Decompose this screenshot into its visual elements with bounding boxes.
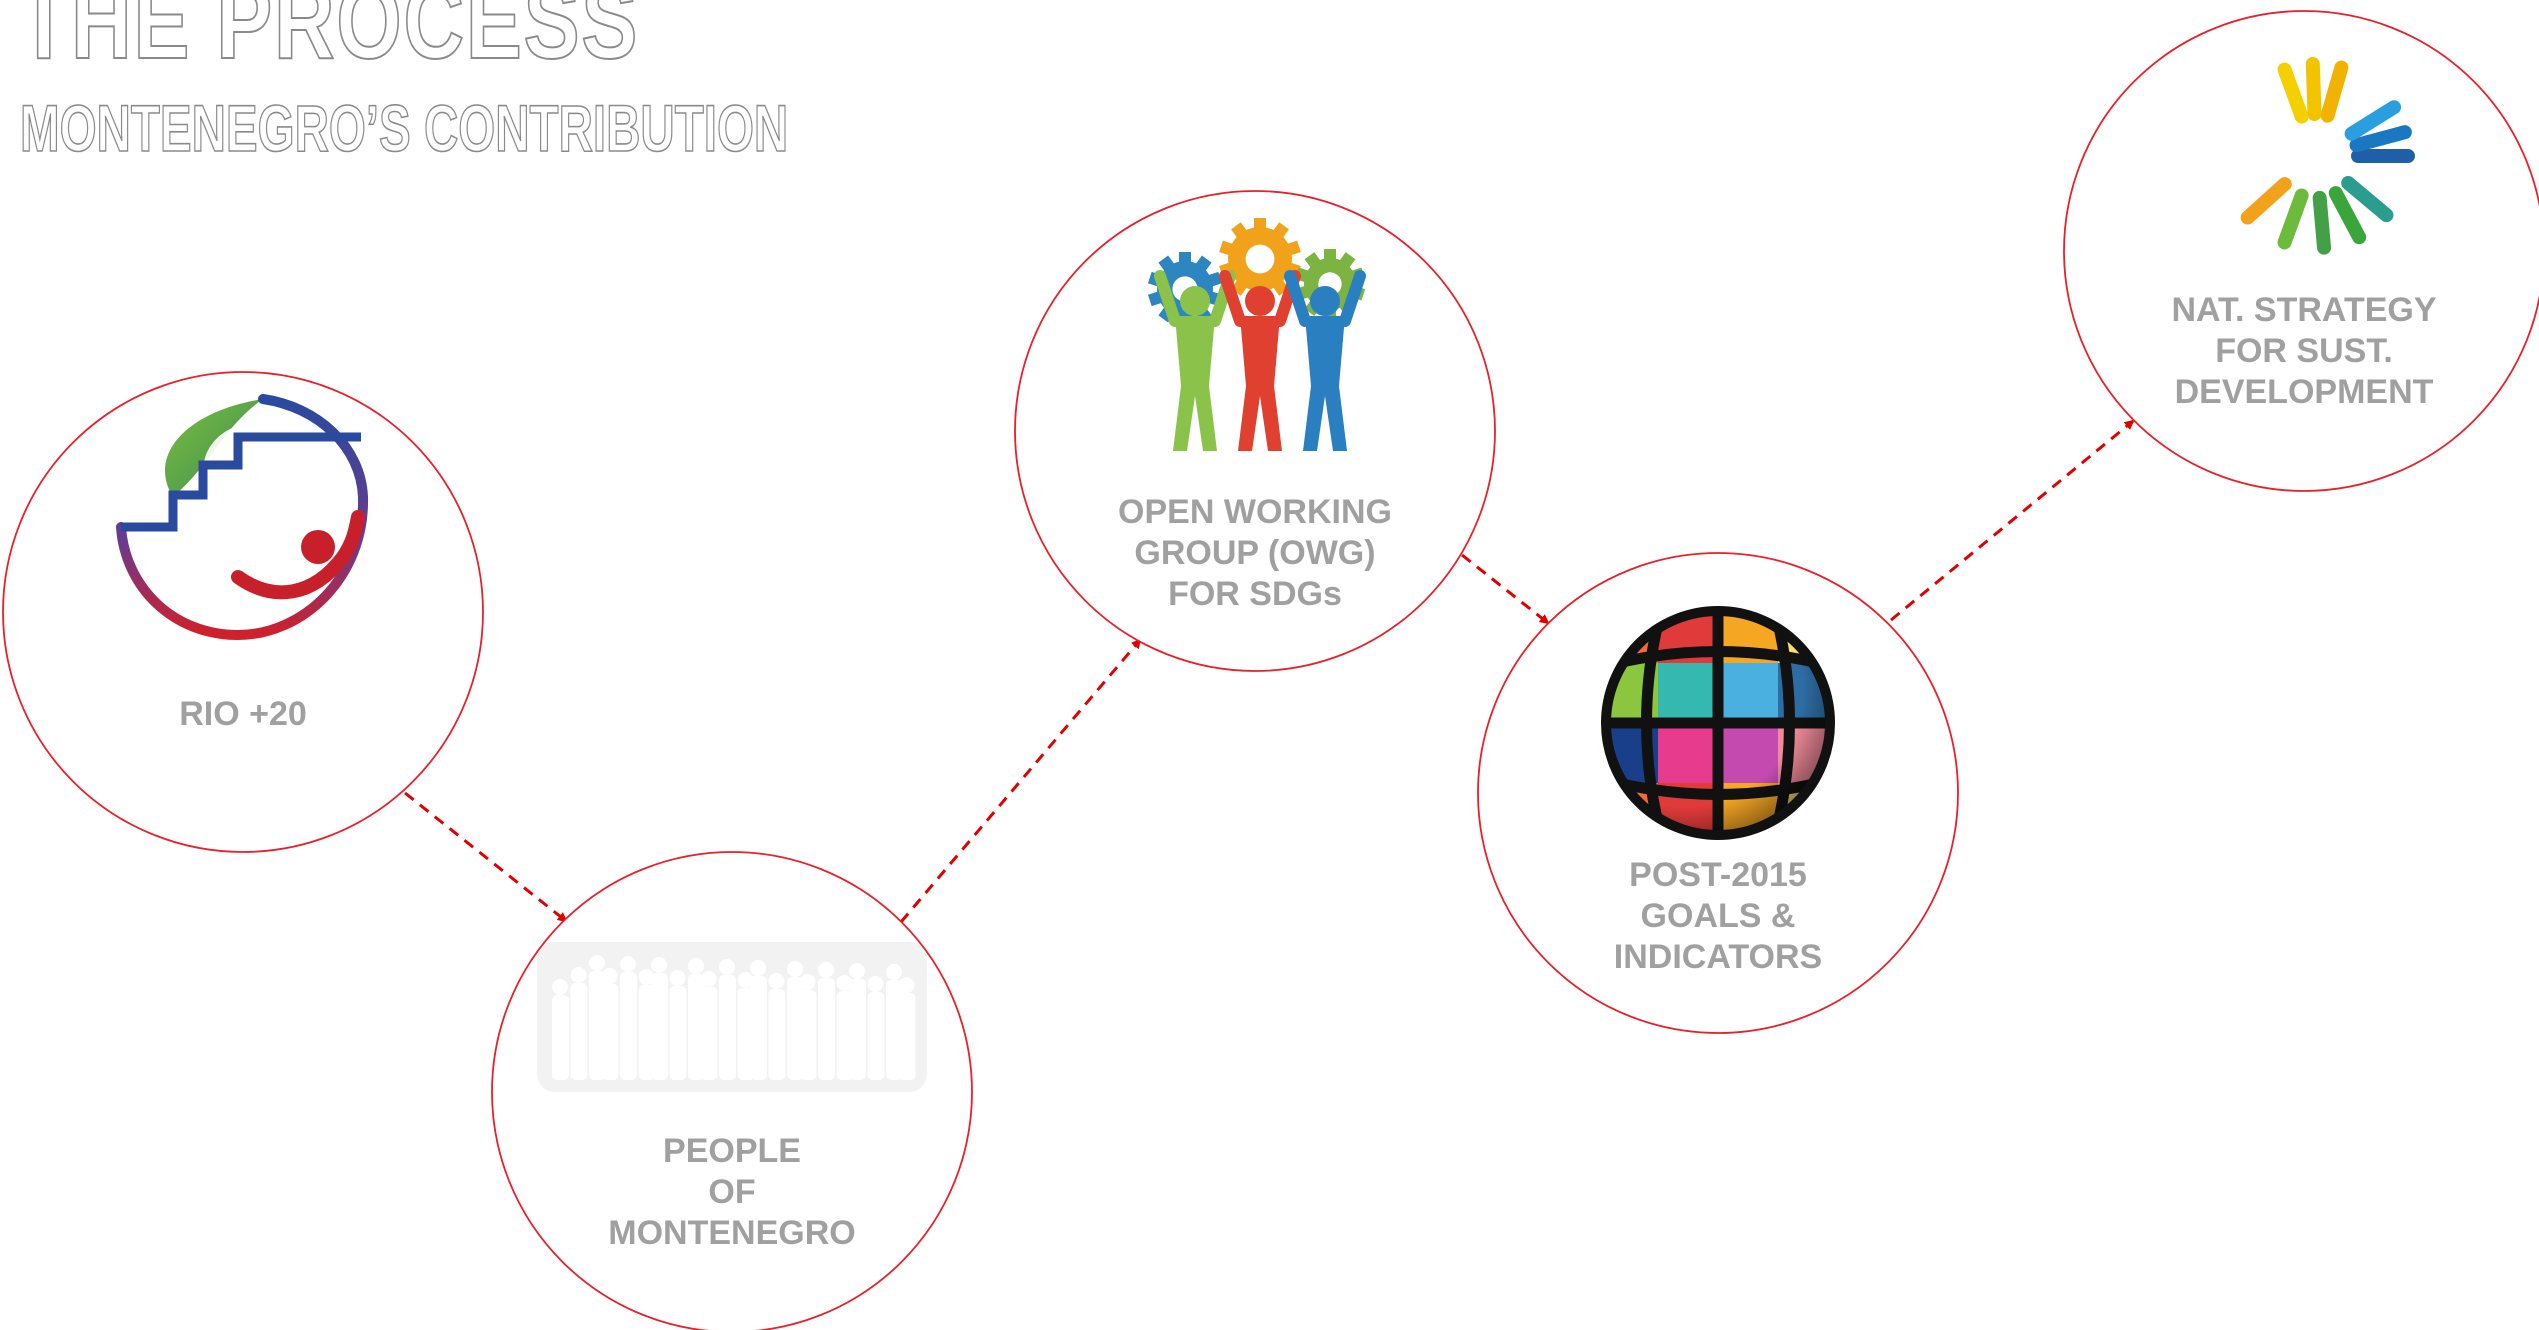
step-label: FOR SUST. xyxy=(2215,332,2393,370)
step-label: OPEN WORKING xyxy=(1118,493,1392,531)
step-label: GOALS & xyxy=(1641,897,1796,935)
step-label: PEOPLE xyxy=(663,1132,801,1170)
page-subtitle: MONTENEGRO’S CONTRIBUTION xyxy=(19,90,789,166)
people-silhouette-icon xyxy=(537,942,927,1092)
gears-team-icon xyxy=(1147,218,1366,451)
step-label: MONTENEGRO xyxy=(608,1214,855,1252)
connector-people-to-owg xyxy=(899,638,1142,923)
connector-post2015-to-nssd xyxy=(1890,419,2135,622)
page-title: THE PROCESS xyxy=(17,0,639,82)
step-label: POST-2015 xyxy=(1629,856,1807,894)
rio20-logo-icon xyxy=(116,394,369,641)
step-label: OF xyxy=(708,1173,755,1211)
step-label: NAT. STRATEGY xyxy=(2171,291,2436,329)
step-label: DEVELOPMENT xyxy=(2175,373,2434,411)
connector-owg-to-post2015 xyxy=(1461,553,1550,625)
step-circle xyxy=(1014,190,1496,672)
sunburst-icon xyxy=(2240,57,2415,255)
connectors xyxy=(404,419,2135,923)
step-label: INDICATORS xyxy=(1614,938,1822,976)
step-label: GROUP (OWG) xyxy=(1134,534,1375,572)
step-circle xyxy=(2,371,484,853)
step-label: FOR SDGs xyxy=(1168,575,1342,613)
step-circle xyxy=(2063,10,2539,492)
step-rio: RIO +20 xyxy=(2,371,484,853)
connector-rio-to-people xyxy=(404,791,568,923)
step-label: RIO +20 xyxy=(179,695,307,733)
